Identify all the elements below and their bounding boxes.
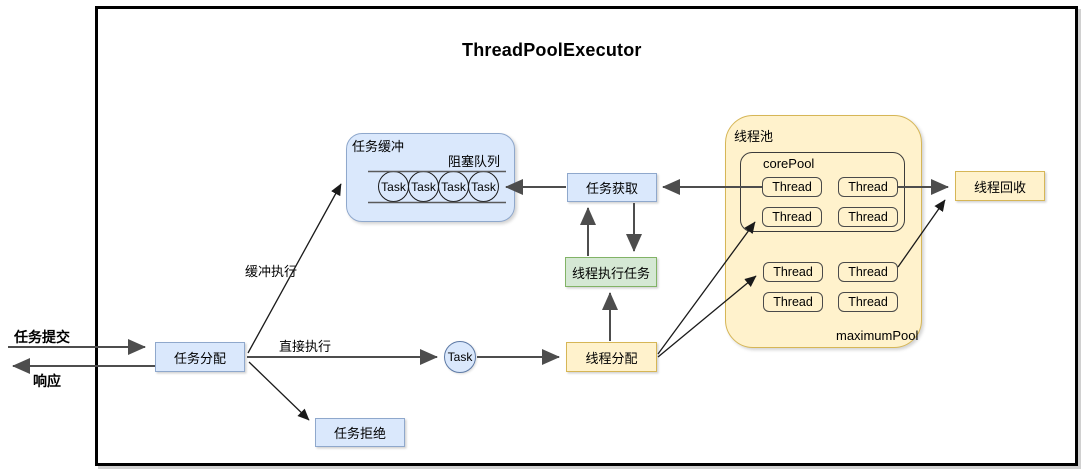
max-thread-box: Thread	[838, 262, 898, 282]
task-dispatch-box: 任务分配	[155, 342, 245, 372]
core-thread-box: Thread	[762, 177, 822, 197]
task-reject-box: 任务拒绝	[315, 418, 405, 447]
core-pool-box	[740, 152, 905, 232]
task-buffer-label: 任务缓冲	[352, 139, 405, 154]
core-thread-box: Thread	[838, 207, 898, 227]
maximum-pool-label: maximumPool	[836, 328, 919, 343]
queue-task-circle: Task	[378, 171, 409, 202]
queue-task-circle: Task	[408, 171, 439, 202]
core-pool-label: corePool	[763, 156, 815, 171]
core-thread-box: Thread	[762, 207, 822, 227]
thread-run-task-box: 线程执行任务	[565, 257, 657, 287]
queue-task-circle: Task	[438, 171, 469, 202]
thread-recycle-box: 线程回收	[955, 171, 1045, 201]
diagram-title: ThreadPoolExecutor	[462, 40, 642, 60]
task-submit-label: 任务提交	[14, 329, 70, 345]
buffer-exec-edge-label: 缓冲执行	[245, 264, 298, 279]
thread-dispatch-box: 线程分配	[566, 342, 657, 372]
task-fetch-box: 任务获取	[567, 173, 657, 202]
thread-pool-label: 线程池	[734, 129, 774, 144]
max-thread-box: Thread	[838, 292, 898, 312]
max-thread-box: Thread	[763, 262, 823, 282]
direct-exec-edge-label: 直接执行	[279, 339, 332, 354]
queue-task-circle: Task	[468, 171, 499, 202]
response-label: 响应	[33, 373, 61, 389]
core-thread-box: Thread	[838, 177, 898, 197]
blocking-queue-label: 阻塞队列	[448, 154, 501, 169]
single-task-circle: Task	[444, 341, 476, 373]
max-thread-box: Thread	[763, 292, 823, 312]
diagram-frame	[95, 6, 1078, 466]
